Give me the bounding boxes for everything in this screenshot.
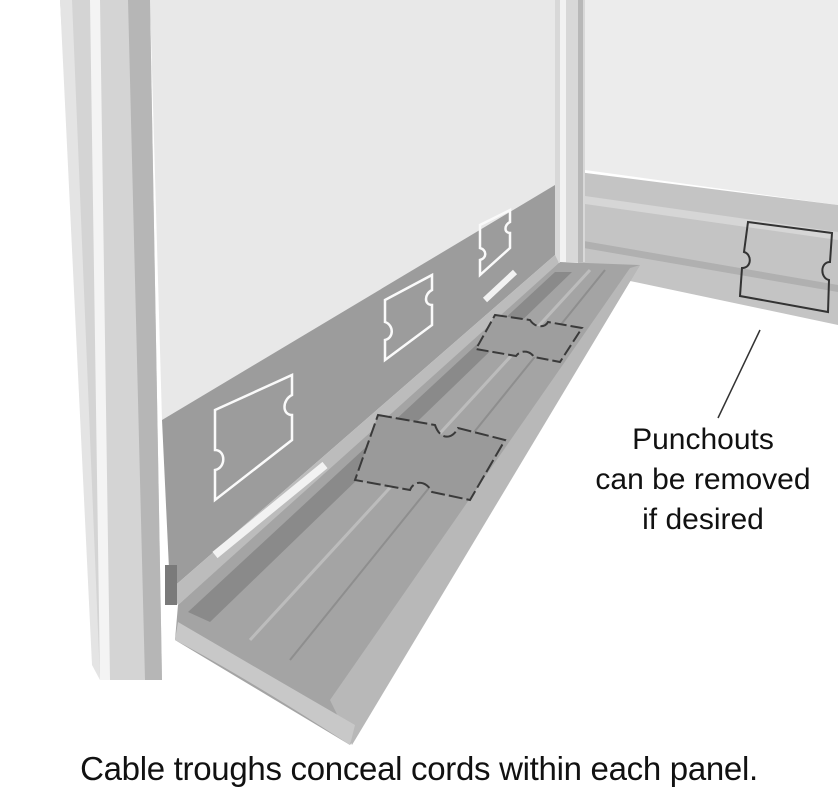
punchouts-callout: Punchouts can be removed if desired xyxy=(568,420,838,540)
image-caption: Cable troughs conceal cords within each … xyxy=(80,750,758,787)
callout-line-1: Punchouts xyxy=(632,423,774,456)
callout-line-3: if desired xyxy=(642,503,764,536)
callout-line-2: can be removed xyxy=(595,463,811,496)
